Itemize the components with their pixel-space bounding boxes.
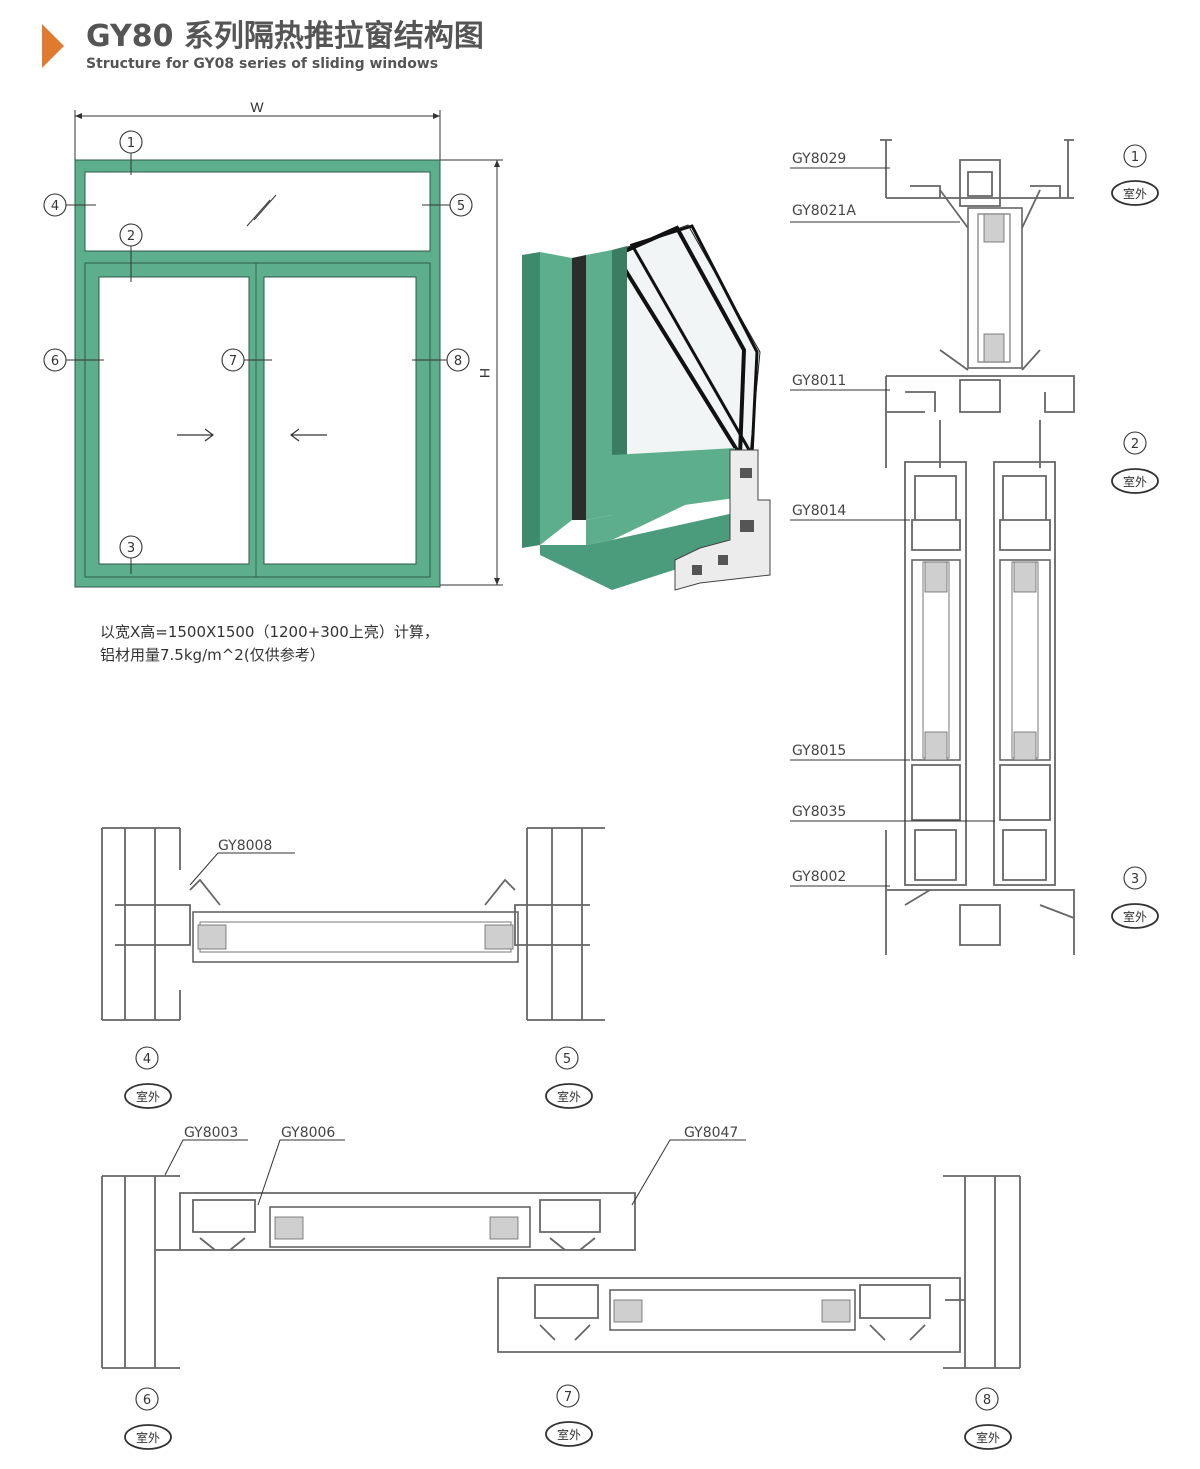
svg-text:2: 2 [127, 229, 135, 244]
header: GY80 系列隔热推拉窗结构图 Structure for GY08 serie… [42, 19, 484, 72]
transom-section: GY8008 4 室外 5 室外 [101, 827, 605, 1109]
vs-callout-3: 3 [1123, 866, 1147, 890]
svg-text:3: 3 [1131, 872, 1139, 887]
svg-text:8: 8 [983, 1393, 991, 1408]
vs-badge-3: 室外 [1111, 903, 1159, 929]
callout-4: 4 [43, 193, 67, 217]
page-title: GY80 系列隔热推拉窗结构图 [86, 19, 484, 54]
ts-callout-4: 4 [135, 1046, 159, 1070]
callout-3: 3 [119, 535, 143, 559]
ss-badge-6: 室外 [124, 1424, 172, 1450]
ss-badge-8: 室外 [964, 1424, 1012, 1450]
callout-2: 2 [119, 223, 143, 247]
ts-badge-4: 室外 [124, 1083, 172, 1109]
code-gy8014: GY8014 [792, 503, 846, 519]
svg-text:5: 5 [457, 199, 465, 214]
svg-text:7: 7 [564, 1390, 572, 1405]
ts-callout-5: 5 [555, 1046, 579, 1070]
vertical-section: GY8029 GY8021A GY8011 GY8014 GY8015 GY80… [790, 139, 1159, 955]
vs-badge-1: 室外 [1111, 180, 1159, 206]
ts-badge-5: 室外 [545, 1083, 593, 1109]
svg-text:室外: 室外 [136, 1089, 160, 1104]
svg-text:室外: 室外 [1123, 909, 1147, 924]
height-dimension: H [440, 159, 503, 586]
code-gy8011: GY8011 [792, 373, 846, 389]
code-gy8003: GY8003 [184, 1125, 238, 1141]
width-dimension: W [74, 99, 441, 162]
svg-text:5: 5 [563, 1052, 571, 1067]
page-subtitle: Structure for GY08 series of sliding win… [86, 56, 438, 72]
svg-text:室外: 室外 [1123, 186, 1147, 201]
ss-callout-6: 6 [135, 1387, 159, 1411]
ss-callout-8: 8 [975, 1387, 999, 1411]
callout-1: 1 [119, 130, 143, 154]
svg-text:2: 2 [1131, 437, 1139, 452]
vs-callout-1: 1 [1123, 144, 1147, 168]
accent-arrow-icon [42, 24, 64, 68]
svg-text:6: 6 [143, 1393, 151, 1408]
callout-5: 5 [449, 193, 473, 217]
svg-text:4: 4 [143, 1052, 151, 1067]
height-label: H [477, 368, 493, 378]
code-gy8002: GY8002 [792, 869, 846, 885]
vs-callout-2: 2 [1123, 431, 1147, 455]
corner-profile-3d [522, 224, 771, 591]
code-gy8008: GY8008 [218, 838, 272, 854]
svg-text:1: 1 [127, 136, 135, 151]
svg-text:1: 1 [1131, 150, 1139, 165]
code-gy8021a: GY8021A [792, 203, 856, 219]
glass-mark-icon [246, 194, 277, 227]
svg-text:6: 6 [51, 354, 59, 369]
callout-6: 6 [43, 348, 67, 372]
vs-badge-2: 室外 [1111, 468, 1159, 494]
code-gy8029: GY8029 [792, 151, 846, 167]
callout-7: 7 [221, 348, 245, 372]
ss-badge-7: 室外 [545, 1421, 593, 1447]
svg-text:8: 8 [454, 354, 462, 369]
code-gy8047: GY8047 [684, 1125, 738, 1141]
svg-text:7: 7 [229, 354, 237, 369]
svg-text:室外: 室外 [557, 1427, 581, 1442]
material-note: 以宽X高=1500X1500（1200+300上亮）计算， 铝材用量7.5kg/… [100, 623, 439, 664]
svg-text:室外: 室外 [136, 1430, 160, 1445]
svg-text:室外: 室外 [557, 1089, 581, 1104]
callout-8: 8 [446, 348, 470, 372]
ss-callout-7: 7 [556, 1384, 580, 1408]
code-gy8006: GY8006 [281, 1125, 335, 1141]
svg-text:4: 4 [51, 199, 59, 214]
svg-text:室外: 室外 [1123, 474, 1147, 489]
svg-text:3: 3 [127, 541, 135, 556]
note-line-1: 以宽X高=1500X1500（1200+300上亮）计算， [100, 623, 439, 641]
arrow-left-icon [290, 428, 327, 442]
arrow-right-icon [177, 428, 214, 442]
svg-text:室外: 室外 [976, 1430, 1000, 1445]
window-elevation: W H [43, 99, 503, 588]
code-gy8015: GY8015 [792, 743, 846, 759]
window-frame [74, 159, 441, 588]
elevation-callouts: 1 2 3 4 5 6 7 8 [43, 130, 473, 574]
note-line-2: 铝材用量7.5kg/m^2(仅供参考） [100, 646, 325, 664]
width-label: W [250, 99, 264, 115]
code-gy8035: GY8035 [792, 804, 846, 820]
sash-section: GY8003 GY8006 GY8047 6 室外 7 室外 8 室外 [101, 1125, 1021, 1450]
